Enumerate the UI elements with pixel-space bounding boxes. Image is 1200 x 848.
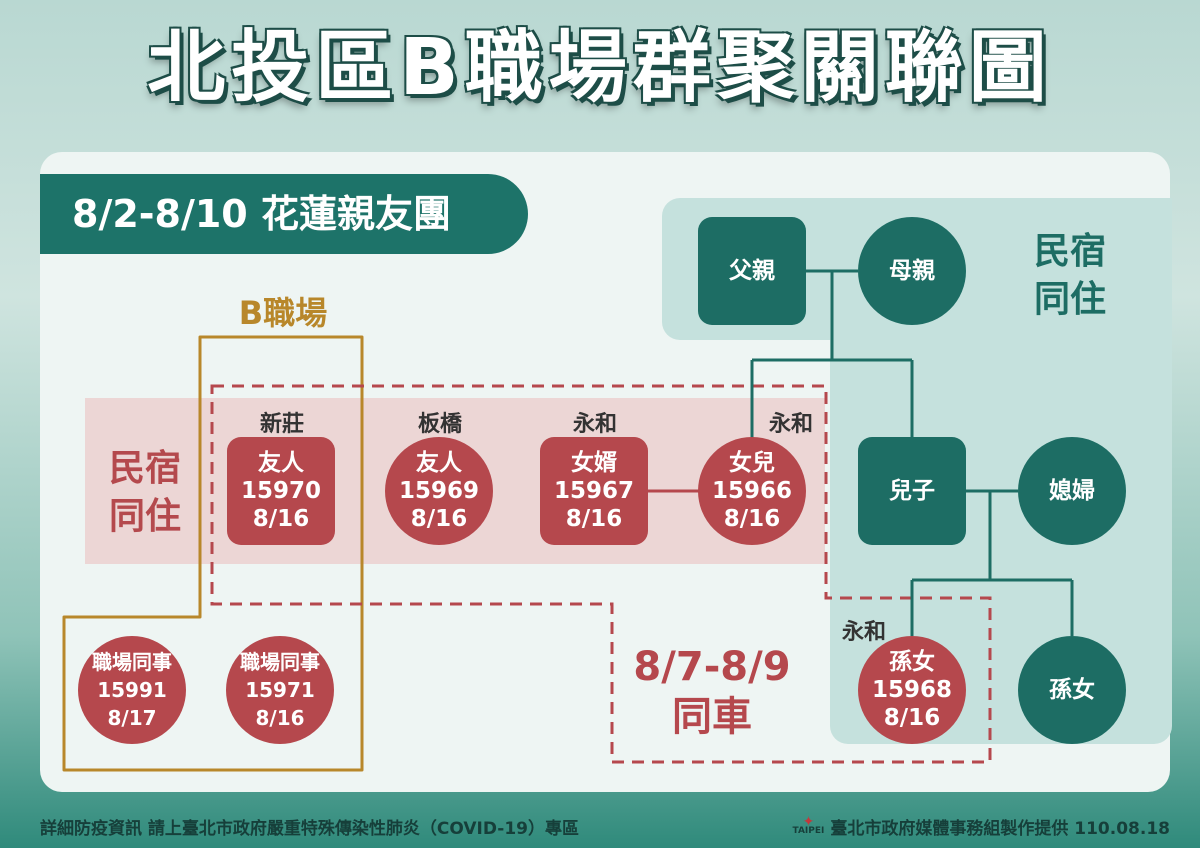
family-node-mother: 母親 bbox=[858, 217, 966, 325]
case-node-friend-15969: 友人 15969 8/16 bbox=[385, 437, 493, 545]
case-node-friend-15970: 友人 15970 8/16 bbox=[227, 437, 335, 545]
case-node-colleague-15991: 職場同事 15991 8/17 bbox=[78, 636, 186, 744]
node-date: 8/17 bbox=[107, 706, 157, 730]
case-node-granddaughter-15968: 孫女 15968 8/16 bbox=[858, 636, 966, 744]
node-case-id: 15967 bbox=[553, 478, 635, 504]
family-node-father: 父親 bbox=[698, 217, 806, 325]
node-case-id: 15966 bbox=[711, 478, 793, 504]
node-role: 媳婦 bbox=[1049, 478, 1095, 504]
footer-credit: ✦TAIPEI 臺北市政府媒體事務組製作提供 110.08.18 bbox=[792, 813, 1171, 840]
location-label: 新莊 bbox=[259, 412, 304, 437]
node-role: 孫女 bbox=[1049, 677, 1095, 703]
node-case-id: 15970 bbox=[240, 478, 322, 504]
node-date: 8/16 bbox=[883, 705, 941, 731]
family-node-son: 兒子 bbox=[858, 437, 966, 545]
node-date: 8/16 bbox=[252, 506, 310, 532]
case-node-colleague-15971: 職場同事 15971 8/16 bbox=[226, 636, 334, 744]
page-title: 北投區B職場群聚關聯圖 bbox=[147, 23, 1053, 113]
b-workplace-label: B職場 bbox=[238, 294, 328, 332]
node-case-id: 15991 bbox=[97, 678, 167, 702]
node-date: 8/16 bbox=[255, 706, 305, 730]
node-role: 父親 bbox=[729, 258, 775, 284]
footer-info: 詳細防疫資訊 請上臺北市政府嚴重特殊傳染性肺炎（COVID-19）專區 bbox=[40, 819, 580, 839]
node-case-id: 15968 bbox=[871, 677, 953, 703]
logo-text: TAIPEI bbox=[792, 825, 825, 836]
family-node-daughter-in-law: 媳婦 bbox=[1018, 437, 1126, 545]
node-date: 8/16 bbox=[723, 506, 781, 532]
pink-group-label: 民宿同住 bbox=[108, 448, 181, 537]
same-car-label: 8/7-8/9 同車 bbox=[612, 642, 812, 742]
node-role: 兒子 bbox=[889, 478, 935, 504]
header-pill: 8/2-8/10 花蓮親友團 bbox=[40, 174, 528, 254]
node-role: 職場同事 bbox=[240, 650, 320, 674]
b-workplace-outline bbox=[62, 335, 364, 772]
node-date: 8/16 bbox=[565, 506, 623, 532]
node-role: 友人 bbox=[416, 450, 462, 476]
teal-group-label: 民宿同住 bbox=[1033, 231, 1106, 320]
node-role: 職場同事 bbox=[92, 650, 172, 674]
car-group-outline bbox=[210, 384, 992, 764]
footer-credit-text: 臺北市政府媒體事務組製作提供 110.08.18 bbox=[830, 819, 1170, 839]
location-label: 板橋 bbox=[417, 412, 462, 437]
family-node-granddaughter: 孫女 bbox=[1018, 636, 1126, 744]
node-role: 女婿 bbox=[571, 450, 617, 476]
location-label: 永和 bbox=[841, 620, 886, 645]
location-label: 永和 bbox=[768, 412, 813, 437]
node-role: 友人 bbox=[258, 450, 304, 476]
node-role: 女兒 bbox=[729, 450, 775, 476]
taipei-logo-icon: ✦TAIPEI bbox=[792, 813, 825, 836]
node-case-id: 15969 bbox=[398, 478, 480, 504]
node-role: 母親 bbox=[889, 258, 935, 284]
node-role: 孫女 bbox=[889, 649, 935, 675]
same-car-text: 同車 bbox=[672, 694, 752, 740]
same-car-dates: 8/7-8/9 bbox=[633, 644, 791, 690]
case-node-son-in-law-15967: 女婿 15967 8/16 bbox=[540, 437, 648, 545]
case-node-daughter-15966: 女兒 15966 8/16 bbox=[698, 437, 806, 545]
node-case-id: 15971 bbox=[245, 678, 315, 702]
node-date: 8/16 bbox=[410, 506, 468, 532]
location-label: 永和 bbox=[572, 412, 617, 437]
